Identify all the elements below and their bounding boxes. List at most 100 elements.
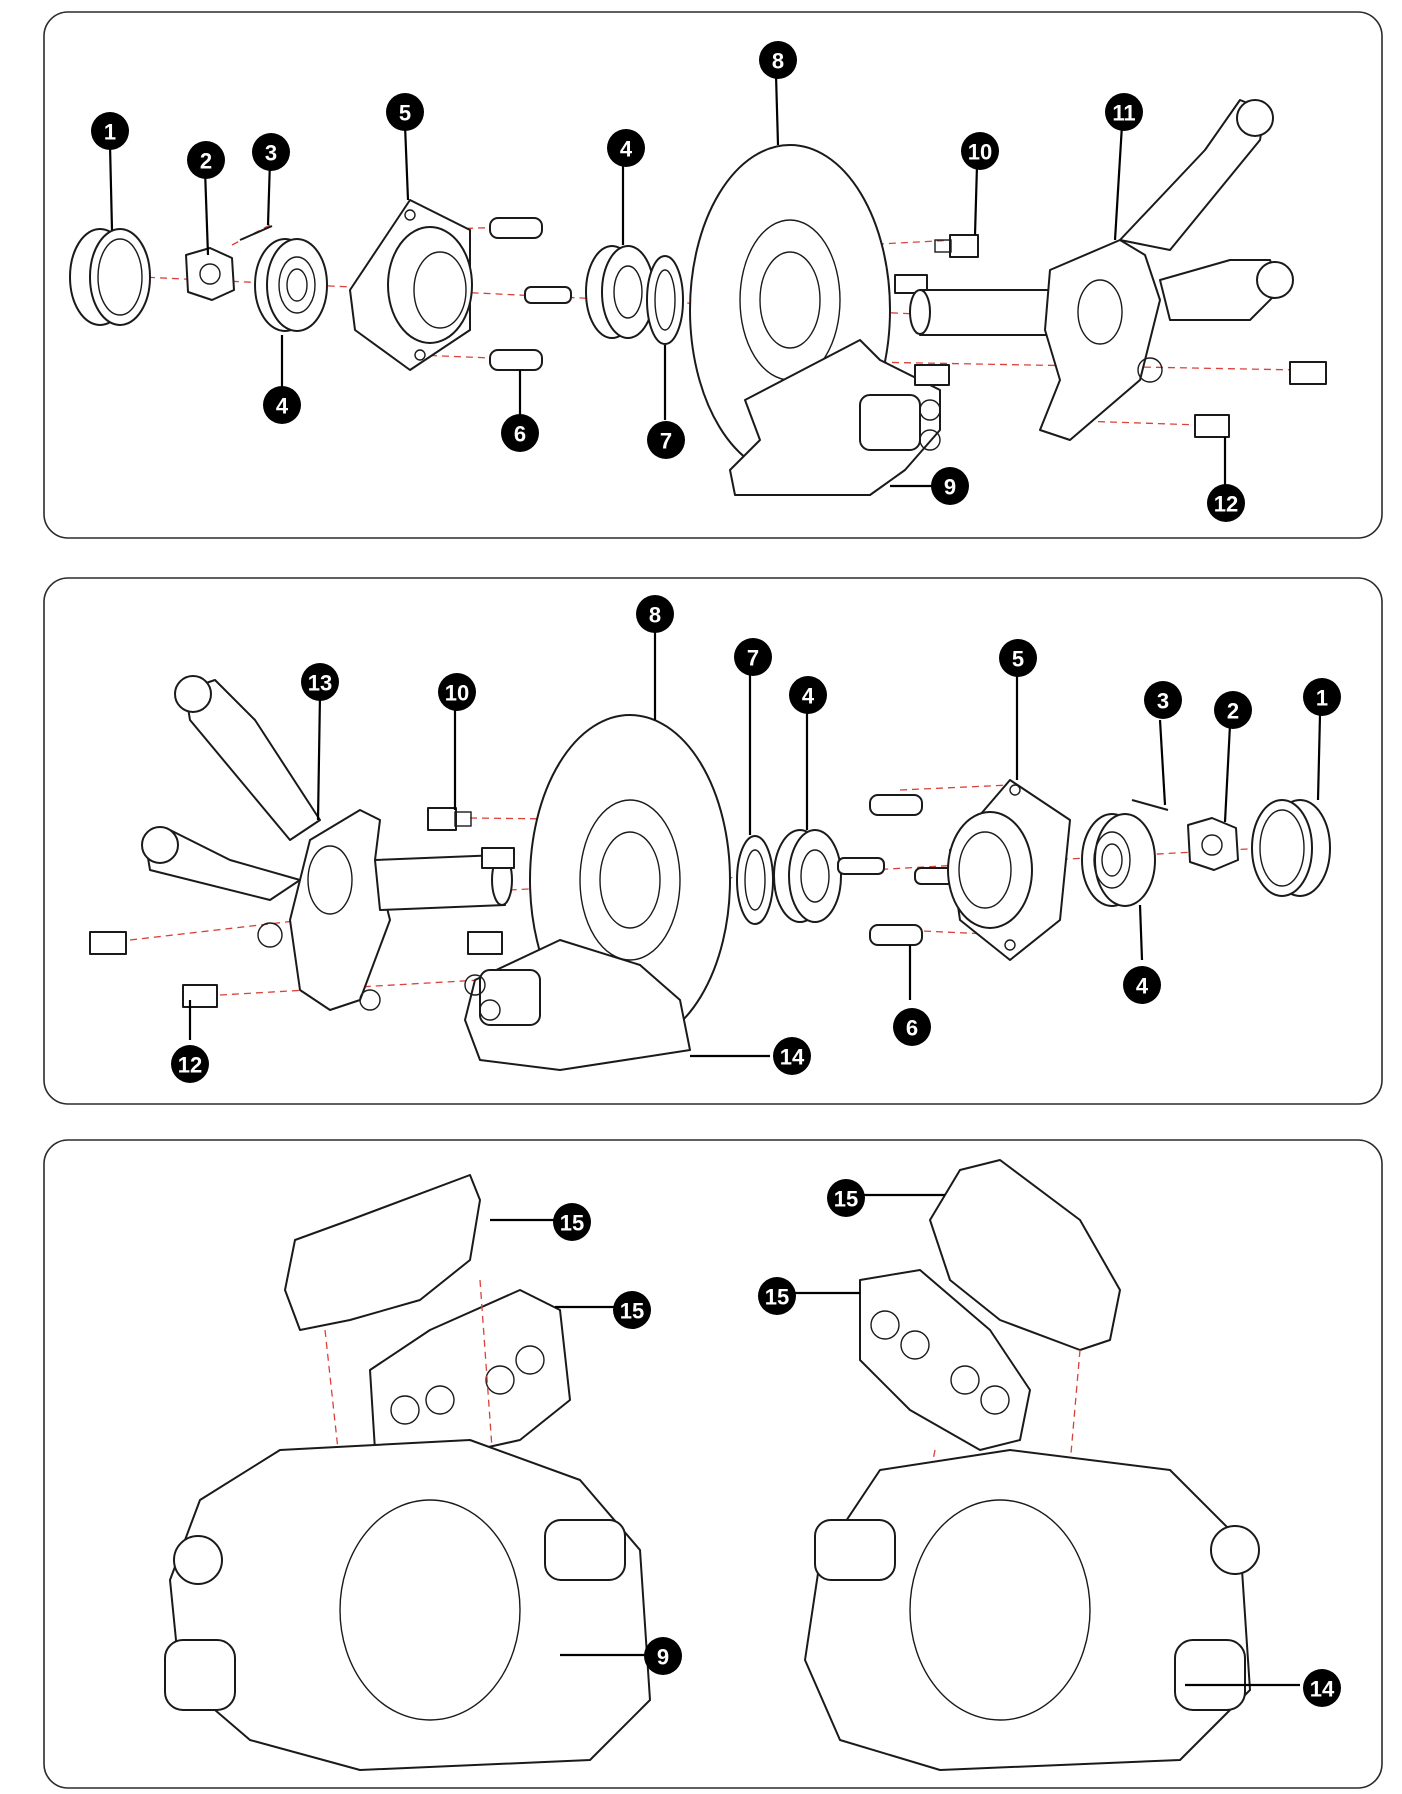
knuckle-bolt-3	[89, 931, 127, 955]
callout-badge	[734, 638, 772, 676]
steering-knuckle	[1039, 99, 1294, 441]
callout-number: 15	[620, 1299, 644, 1324]
callout-p2-9: 12	[171, 1045, 209, 1083]
callout-p1-11: 9	[931, 467, 969, 505]
brake-caliper	[729, 339, 941, 496]
brake-pad-rear-right	[929, 1159, 1121, 1351]
callout-badge	[1144, 681, 1182, 719]
callout-number: 15	[834, 1187, 858, 1212]
caliper-bolt-2	[894, 274, 928, 294]
callout-number: 14	[780, 1045, 805, 1070]
spindle-pin-2	[837, 857, 885, 875]
callout-badge	[758, 1277, 796, 1315]
caliper-bolt-4	[427, 807, 472, 831]
callout-p1-5: 4	[263, 386, 301, 424]
callout-badge	[252, 133, 290, 171]
callout-p3-5: 14	[1303, 1669, 1341, 1707]
callout-p2-0: 8	[636, 595, 674, 633]
callout-badge	[263, 386, 301, 424]
callout-badge	[773, 1037, 811, 1075]
caliper-body-right	[804, 1449, 1251, 1771]
callout-badge	[1207, 484, 1245, 522]
callout-p2-6: 1	[1303, 678, 1341, 716]
castle-nut-2	[1187, 817, 1239, 871]
caliper-left-view	[164, 1174, 651, 1771]
callout-p1-12: 12	[1207, 484, 1245, 522]
callout-p2-7: 13	[301, 663, 339, 701]
spindle-shaft	[909, 289, 1051, 336]
panel-brake-caliper-pads	[43, 1139, 1383, 1789]
callout-badge	[1123, 966, 1161, 1004]
callout-badge	[893, 1008, 931, 1046]
callout-p2-11: 6	[893, 1008, 931, 1046]
callout-p1-6: 6	[501, 414, 539, 452]
callout-number: 13	[308, 671, 332, 696]
callout-badge	[647, 421, 685, 459]
wheel-hub	[349, 199, 473, 371]
oil-seal-2	[736, 835, 774, 925]
callout-number: 10	[445, 681, 469, 706]
callout-badge	[301, 663, 339, 701]
callout-badge	[1303, 678, 1341, 716]
callout-number: 15	[560, 1211, 584, 1236]
callout-badge	[789, 676, 827, 714]
callout-number: 4	[276, 394, 289, 419]
callout-number: 4	[1136, 974, 1149, 999]
callout-badge	[187, 141, 225, 179]
callout-badge	[613, 1291, 651, 1329]
callout-number: 1	[1316, 686, 1328, 711]
callout-number: 12	[178, 1053, 202, 1078]
callout-badge	[171, 1045, 209, 1083]
callout-p1-9: 10	[961, 132, 999, 170]
callout-p1-8: 8	[759, 41, 797, 79]
callout-badge	[636, 595, 674, 633]
callout-badge	[553, 1203, 591, 1241]
callout-badge	[91, 112, 129, 150]
cotter-pin-2	[1131, 799, 1169, 811]
callout-p1-2: 3	[252, 133, 290, 171]
callout-p1-1: 2	[187, 141, 225, 179]
caliper-bolt-axis-2	[219, 979, 481, 996]
callout-number: 1	[104, 120, 116, 145]
callout-p2-10: 14	[773, 1037, 811, 1075]
callout-badge	[759, 41, 797, 79]
wheel-stud-4	[869, 924, 923, 946]
wheel-hub-2	[947, 779, 1071, 961]
caliper-bolt-6	[467, 931, 503, 955]
callout-number: 5	[1012, 647, 1024, 672]
callout-number: 2	[200, 149, 212, 174]
callout-p3-3: 15	[827, 1179, 865, 1217]
callout-number: 11	[1112, 101, 1135, 126]
callout-number: 4	[802, 684, 815, 709]
brake-caliper-2	[464, 939, 691, 1071]
brake-pad-front-right	[859, 1269, 1031, 1451]
callout-p2-3: 5	[999, 639, 1037, 677]
steering-knuckle-right	[141, 675, 391, 1011]
callout-number: 8	[772, 49, 784, 74]
callout-number: 6	[906, 1016, 918, 1041]
callout-p1-4: 4	[607, 129, 645, 167]
callout-number: 15	[765, 1285, 789, 1310]
caliper-bolt-5	[481, 847, 515, 869]
callout-badge	[644, 1637, 682, 1675]
callout-p3-1: 15	[613, 1291, 651, 1329]
callout-number: 6	[514, 422, 526, 447]
bearing-inner	[585, 245, 655, 339]
stud-axis-upper-2	[899, 784, 1011, 791]
bearing-outer-2	[1081, 813, 1156, 907]
callout-badge	[1105, 93, 1143, 131]
callout-number: 12	[1214, 492, 1238, 517]
callout-number: 9	[944, 475, 956, 500]
callout-p1-10: 11	[1105, 93, 1143, 131]
callout-p1-0: 1	[91, 112, 129, 150]
callout-p2-12: 4	[1123, 966, 1161, 1004]
callout-number: 4	[620, 137, 633, 162]
callout-p2-4: 3	[1144, 681, 1182, 719]
oil-seal	[646, 255, 684, 345]
callout-number: 8	[649, 603, 661, 628]
callout-p2-5: 2	[1214, 691, 1252, 729]
callout-p3-4: 15	[758, 1277, 796, 1315]
knuckle-bolt-1	[1289, 361, 1327, 385]
